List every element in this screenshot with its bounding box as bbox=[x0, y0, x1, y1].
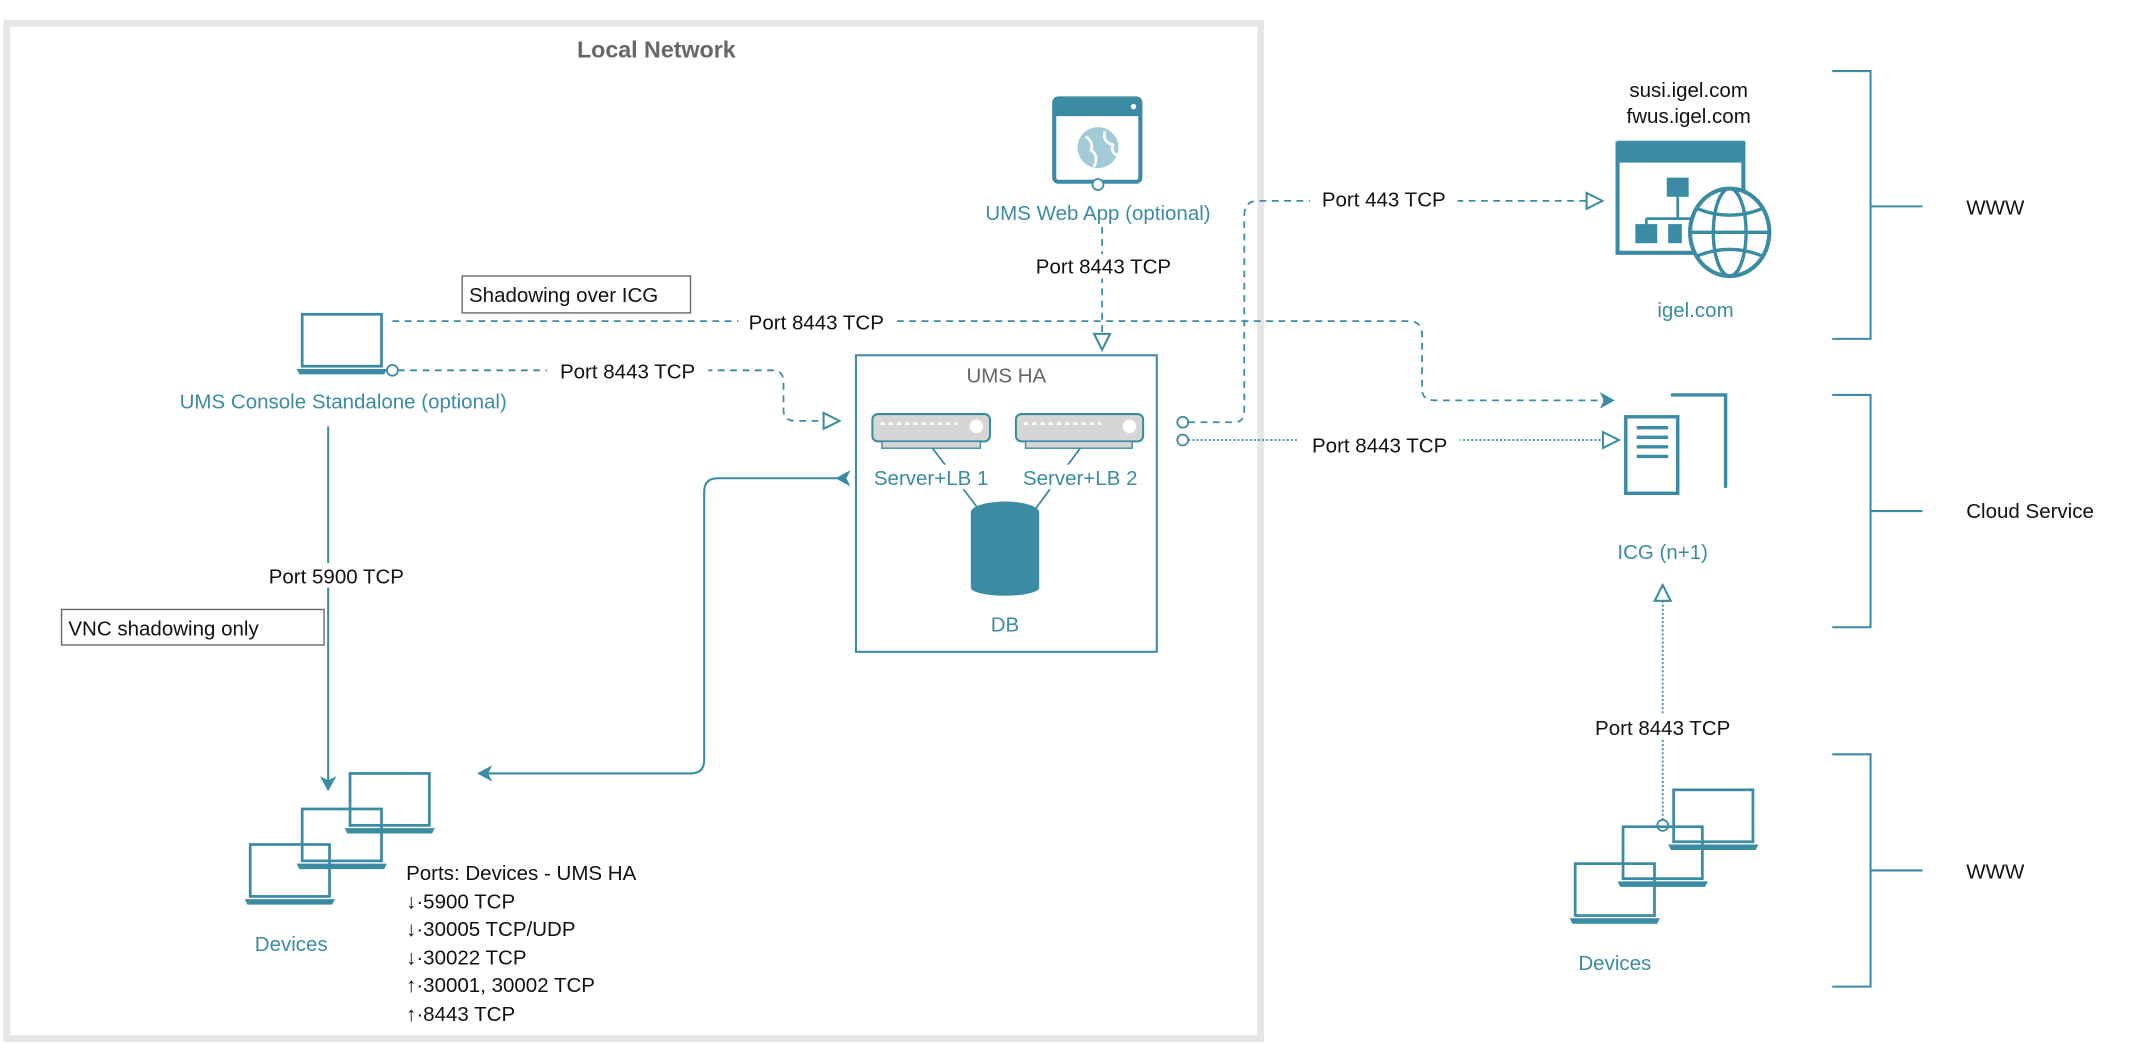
igel-port-label: Port 443 TCP bbox=[1322, 188, 1446, 211]
remote-devices-icon bbox=[1568, 788, 1760, 926]
db-label: DB bbox=[991, 613, 1019, 636]
laptop-icon bbox=[295, 312, 389, 376]
svg-text:↓·30005 TCP/UDP: ↓·30005 TCP/UDP bbox=[406, 918, 575, 941]
svg-text:↓·5900 TCP: ↓·5900 TCP bbox=[406, 891, 515, 914]
zone-bracket-www-top: WWW bbox=[1832, 70, 2025, 340]
ums-ha-group bbox=[854, 354, 1158, 653]
icg-server-icon bbox=[1624, 393, 1728, 496]
igel-host-2: fwus.igel.com bbox=[1627, 105, 1751, 128]
ha-to-igel-connector bbox=[1188, 201, 1602, 424]
server-2-label: Server+LB 2 bbox=[1023, 467, 1138, 490]
igel-host-1: susi.igel.com bbox=[1629, 79, 1748, 102]
vnc-port-label: Port 5900 TCP bbox=[269, 565, 404, 588]
console-to-ha-connector bbox=[397, 369, 840, 421]
server-2-icon bbox=[1014, 413, 1145, 449]
local-network-frame bbox=[3, 19, 1265, 1042]
server-1-label: Server+LB 1 bbox=[874, 467, 989, 490]
svg-text:↑·8443 TCP: ↑·8443 TCP bbox=[406, 1003, 515, 1026]
svg-text:Ports: Devices - UMS HA: Ports: Devices - UMS HA bbox=[406, 862, 636, 885]
zone-bracket-www-bottom: WWW bbox=[1832, 753, 2025, 988]
svg-text:WWW: WWW bbox=[1966, 861, 2025, 884]
database-icon bbox=[970, 501, 1040, 596]
vnc-shadowing-text: VNC shadowing only bbox=[68, 617, 259, 640]
remote-devices-label: Devices bbox=[1578, 952, 1651, 975]
local-devices-label: Devices bbox=[255, 933, 328, 956]
devices-icg-port-label: Port 8443 TCP bbox=[1595, 717, 1730, 740]
console-label: UMS Console Standalone (optional) bbox=[180, 391, 507, 414]
ports-list: Ports: Devices - UMS HA ↓·5900 TCP ↓·300… bbox=[406, 862, 636, 1026]
svg-text:WWW: WWW bbox=[1966, 197, 2025, 220]
ha-devices-connector bbox=[477, 470, 851, 782]
igel-label: igel.com bbox=[1657, 299, 1733, 322]
svg-text:↑·30001, 30002 TCP: ↑·30001, 30002 TCP bbox=[406, 974, 595, 997]
console-icg-port-label: Port 8443 TCP bbox=[749, 311, 884, 334]
svg-text:↓·30022 TCP: ↓·30022 TCP bbox=[406, 947, 526, 970]
shadowing-over-icg-note bbox=[461, 275, 692, 314]
ums-ha-title: UMS HA bbox=[966, 365, 1046, 388]
vnc-shadowing-note bbox=[60, 608, 325, 646]
server-1-icon bbox=[871, 413, 991, 449]
console-ha-port-label: Port 8443 TCP bbox=[560, 361, 695, 384]
shadowing-over-icg-text: Shadowing over ICG bbox=[469, 284, 658, 307]
web-app-port-label: Port 8443 TCP bbox=[1036, 255, 1171, 278]
website-sitemap-globe-icon bbox=[1615, 140, 1772, 279]
svg-text:Cloud Service: Cloud Service bbox=[1966, 500, 2094, 523]
web-browser-globe-icon bbox=[1052, 96, 1143, 184]
console-to-icg-connector bbox=[392, 320, 1615, 409]
icg-label: ICG (n+1) bbox=[1617, 541, 1708, 564]
icg-port-label: Port 8443 TCP bbox=[1312, 434, 1447, 457]
local-network-title: Local Network bbox=[577, 36, 736, 62]
zone-bracket-cloud-service: Cloud Service bbox=[1832, 393, 2094, 629]
web-app-label: UMS Web App (optional) bbox=[985, 202, 1210, 225]
